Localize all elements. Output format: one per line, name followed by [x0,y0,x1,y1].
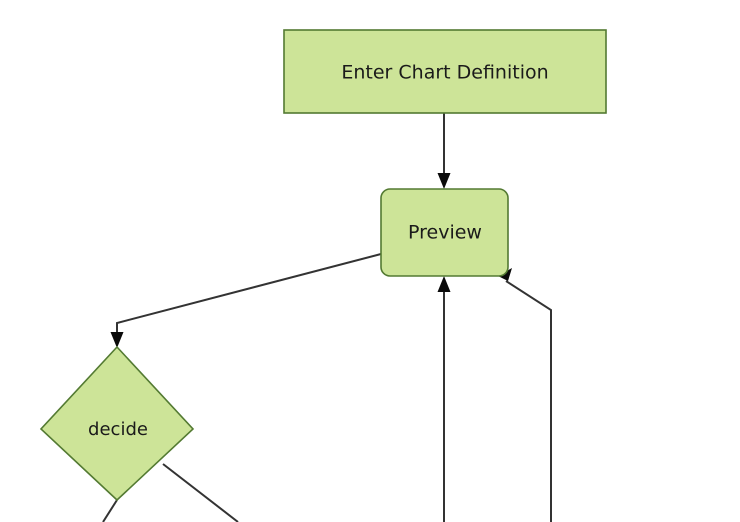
arrow-head-icon [110,332,124,348]
node-layer: Enter Chart Definition Preview decide [39,29,607,502]
edge-preview-to-decide[interactable] [110,253,382,348]
arrow-head-icon [437,276,451,292]
edge-layer [102,113,552,522]
node-enter-chart-definition[interactable]: Enter Chart Definition [283,29,607,114]
node-preview-shape [380,188,509,277]
node-decide[interactable]: decide [39,345,195,502]
node-preview[interactable]: Preview [380,188,509,277]
node-enter-chart-definition-shape [283,29,607,114]
edge-decide-out-left[interactable] [102,499,118,522]
edge-enter-to-preview[interactable] [437,113,451,189]
arrow-head-icon [437,173,451,189]
edge-decide-out-right[interactable] [162,463,239,522]
edge-return-center-to-preview[interactable] [437,276,451,522]
edge-return-right-to-preview[interactable] [498,268,552,522]
node-decide-shape [39,345,195,502]
